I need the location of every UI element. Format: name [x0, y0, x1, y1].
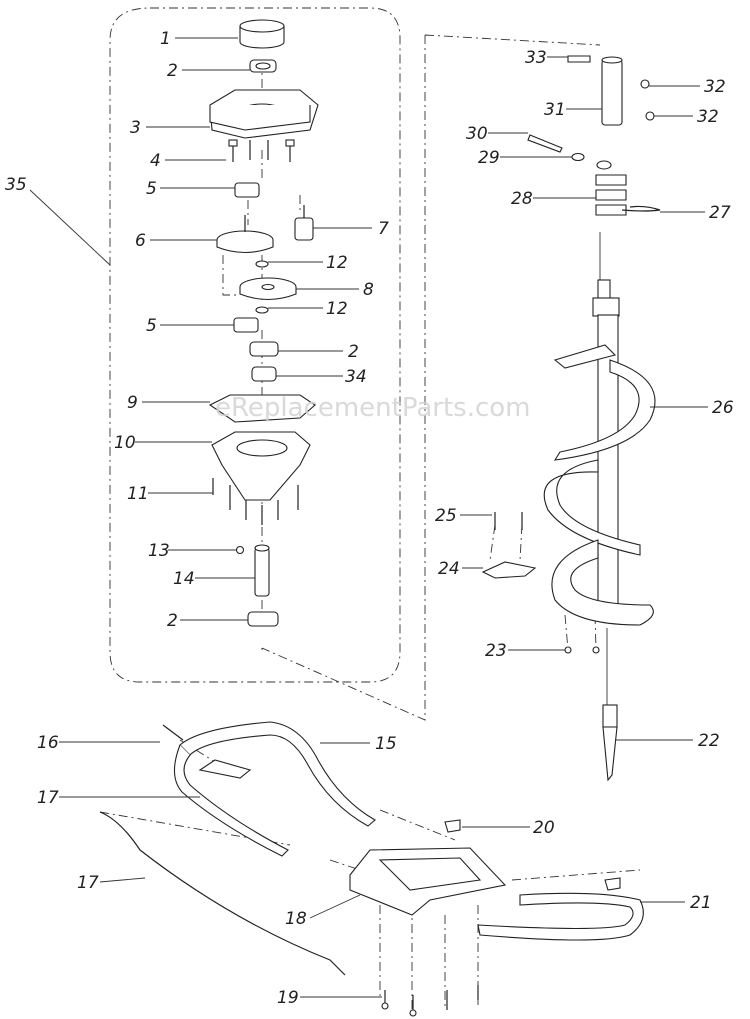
part-29-washer: [571, 152, 585, 162]
callout-20: 20: [533, 818, 555, 838]
part-31-adapter-shaft: [601, 56, 623, 126]
callout-23: 23: [485, 641, 507, 661]
part-28-spring: [595, 160, 627, 216]
callout-2: 2: [167, 61, 178, 81]
part-15-handle: [173, 721, 376, 857]
callout-18: 18: [285, 909, 307, 929]
callout-31: 31: [544, 100, 566, 120]
part-21-handle: [477, 877, 644, 941]
callout-13: 13: [148, 541, 170, 561]
callout-numbers: 1 2 3 4 5 6 7 12 8 5 12 2 34 9 10 11 13 …: [5, 29, 734, 1008]
part-26-auger: [543, 232, 656, 626]
callout-12: 12: [326, 253, 348, 273]
part-32-nut-upper: [640, 79, 650, 89]
part-27-clip-pin: [621, 205, 661, 212]
callout-17: 17: [37, 788, 59, 808]
gear-offset-link: [222, 195, 301, 296]
part-1-bushing: [239, 19, 285, 49]
gearbox-axis-line: [247, 60, 263, 610]
part-3-gearbox-cover: [209, 89, 319, 139]
callout-30: 30: [466, 124, 488, 144]
callout-4: 4: [150, 151, 161, 171]
part-34-bearing: [251, 366, 277, 382]
callout-2: 2: [167, 611, 178, 631]
part-2-bearing-bottom: [247, 611, 279, 627]
callout-35: 35: [5, 175, 27, 195]
callout-16: 16: [37, 733, 59, 753]
callout-8: 8: [363, 280, 374, 300]
handle-part-links: [99, 739, 641, 1010]
part-11-screws: [212, 478, 299, 525]
callout-29: 29: [478, 148, 500, 168]
callout-11: 11: [127, 484, 149, 504]
part-14-output-shaft: [254, 544, 270, 597]
callout-12: 12: [326, 299, 348, 319]
part-10-gearbox-housing: [211, 431, 311, 501]
part-9-gasket: [208, 394, 316, 423]
part-5-bearing-upper: [234, 182, 260, 198]
part-13-key: [235, 545, 245, 555]
part-23-nut-left: [564, 646, 572, 654]
gearbox-assembly-boundary: [109, 7, 401, 683]
callout-6: 6: [135, 231, 146, 251]
callout-22: 22: [698, 731, 720, 751]
callout-28: 28: [511, 189, 533, 209]
part-24-blade: [481, 561, 537, 579]
part-20-clip: [444, 819, 461, 833]
callout-10: 10: [114, 433, 136, 453]
part-2-bearing-top: [249, 59, 277, 73]
part-4-screws: [228, 139, 295, 162]
auger-bit-link: [489, 524, 597, 651]
callout-2: 2: [348, 342, 359, 362]
part-12-washer-upper: [255, 260, 269, 268]
callout-5: 5: [146, 316, 157, 336]
callout-9: 9: [127, 393, 138, 413]
callout-32: 32: [704, 77, 726, 97]
callout-15: 15: [375, 734, 397, 754]
callout-5: 5: [146, 179, 157, 199]
callout-34: 34: [345, 367, 367, 387]
callout-32: 32: [697, 107, 719, 127]
callout-19: 19: [277, 988, 299, 1008]
part-32-nut-lower: [645, 111, 655, 121]
part-7-pinion: [294, 205, 314, 241]
watermark: eReplacementParts.com: [215, 393, 531, 423]
part-33-bolt: [567, 55, 591, 63]
part-12-washer-lower: [255, 306, 269, 314]
part-23-nut-right: [592, 646, 600, 654]
leader-lines: [29, 37, 708, 998]
part-17-throttle-lever: [198, 759, 252, 779]
callout-27: 27: [709, 203, 731, 223]
part-18-frame: [349, 847, 507, 916]
part-30-bolt: [527, 134, 563, 153]
part-6-gear: [216, 215, 274, 254]
callout-17: 17: [77, 873, 99, 893]
part-8-gear: [239, 277, 297, 301]
callout-3: 3: [130, 118, 141, 138]
part-17-throttle-cable: [99, 811, 346, 976]
gearbox-to-auger-link: [261, 34, 601, 721]
callout-1: 1: [160, 29, 171, 49]
callout-21: 21: [690, 893, 712, 913]
part-5-bearing-lower: [233, 317, 259, 333]
part-19-screws: [381, 985, 479, 1017]
part-25-screws: [494, 512, 523, 530]
callout-25: 25: [435, 506, 457, 526]
callout-24: 24: [438, 559, 460, 579]
callout-14: 14: [173, 569, 195, 589]
part-2-bearing-mid: [249, 341, 279, 357]
callout-33: 33: [525, 48, 547, 68]
part-16-screw: [162, 724, 184, 741]
part-22-point: [602, 628, 618, 782]
callout-7: 7: [378, 219, 389, 239]
callout-26: 26: [712, 398, 734, 418]
